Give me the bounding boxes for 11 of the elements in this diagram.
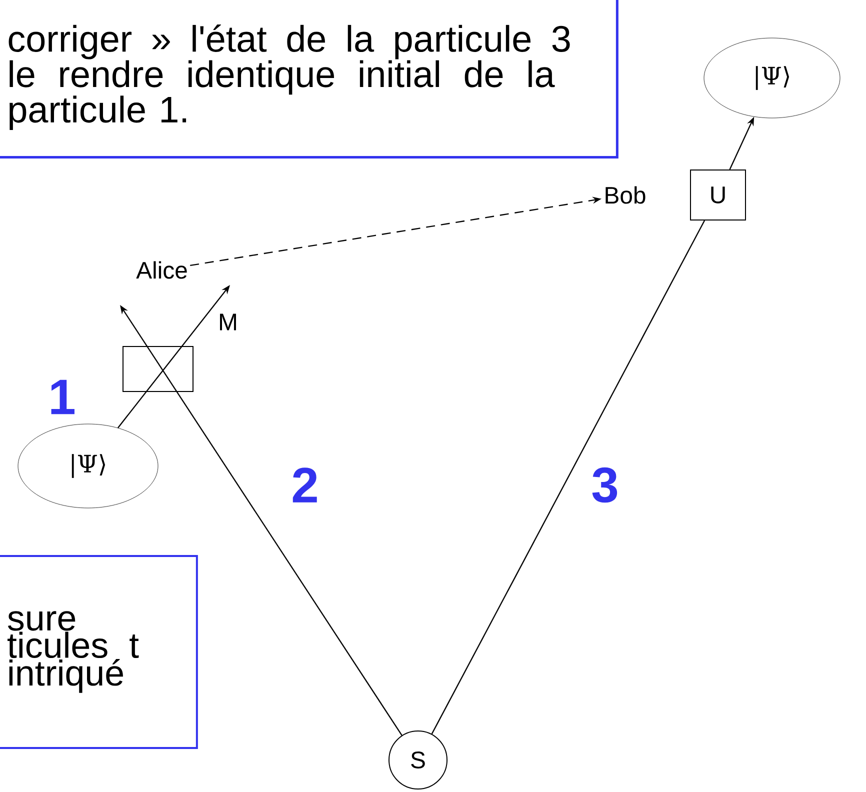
text-box: sure ticules t intriqué (0, 555, 198, 749)
measurement-box (122, 346, 194, 392)
particle-number: 1 (51, 380, 74, 414)
text-box: corriger » l'état de la particule 3 le rendre identique initial de la particule 1. (0, 0, 618, 158)
alice-label: Alice (136, 261, 187, 279)
line (431, 220, 706, 734)
particle-number: 3 (592, 467, 618, 503)
unitary-box: U (690, 170, 746, 220)
bob-label: Bob (606, 186, 646, 204)
particle-number: 2 (292, 468, 317, 502)
label: M (220, 314, 236, 330)
